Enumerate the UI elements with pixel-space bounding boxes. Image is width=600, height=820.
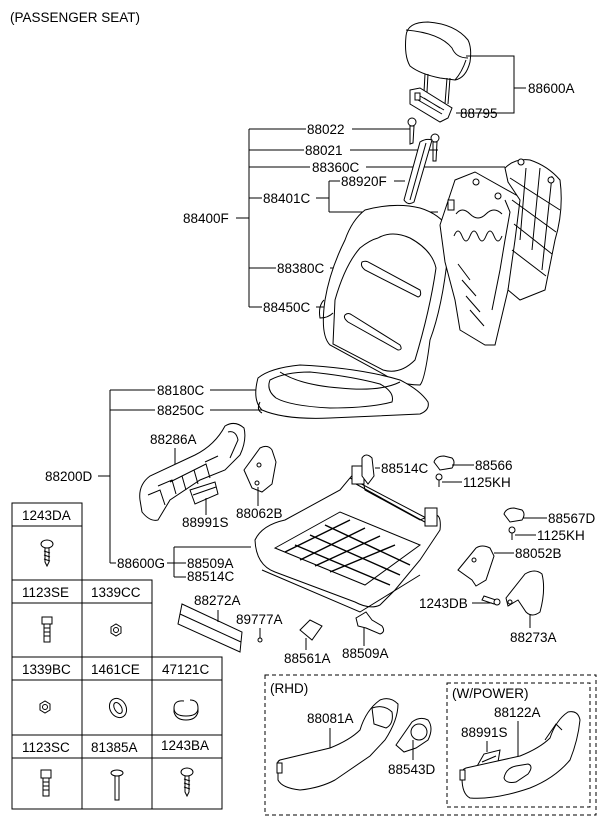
pin-icon-81385A xyxy=(110,769,124,801)
bolt-1125KH-b xyxy=(508,526,516,540)
bolt-1125KH-a xyxy=(435,473,443,487)
seat-cushion-frame xyxy=(254,465,441,613)
callout-88509A-a: 88509A xyxy=(187,556,234,571)
part-88509A-b xyxy=(355,611,385,635)
bolt-icon-1123SE xyxy=(41,616,53,643)
callout-88380C: 88380C xyxy=(277,261,325,276)
callout-88401C: 88401C xyxy=(263,191,311,206)
fastener-label-47121C: 47121C xyxy=(162,662,210,677)
callout-88021: 88021 xyxy=(305,143,343,158)
callout-1125KH-a: 1125KH xyxy=(463,475,511,490)
diagram-title: (PASSENGER SEAT) xyxy=(10,10,140,25)
fastener-label-81385A: 81385A xyxy=(91,740,138,755)
cover-88052B xyxy=(457,545,495,587)
callout-88122A: 88122A xyxy=(494,705,541,720)
callout-88022: 88022 xyxy=(307,122,345,137)
screw-icon-1243BA xyxy=(180,767,194,798)
callout-88795: 88795 xyxy=(460,106,498,121)
callout-88509A-b: 88509A xyxy=(342,646,389,661)
inset-rhd-label: (RHD) xyxy=(270,681,308,696)
screw-1243DB xyxy=(481,595,501,606)
cover-88062B xyxy=(243,445,277,493)
callout-88062B: 88062B xyxy=(236,506,283,521)
inset-rhd-frame xyxy=(264,674,597,816)
clip-89777A xyxy=(257,637,263,643)
fastener-label-1461CE: 1461CE xyxy=(91,662,140,677)
nut-icon-1339BC xyxy=(39,700,51,714)
cap-88567D xyxy=(503,507,525,523)
knob-88543D xyxy=(395,717,432,753)
fastener-label-1339CC: 1339CC xyxy=(91,585,141,600)
side-shield-88081A xyxy=(276,698,399,791)
callout-88920F: 88920F xyxy=(341,174,387,189)
inset-power-frame xyxy=(446,682,591,808)
bolt-icon-1123SC xyxy=(40,769,52,797)
pin-88021 xyxy=(430,133,440,162)
callout-89777A: 89777A xyxy=(236,612,283,627)
callout-88360C: 88360C xyxy=(312,160,360,175)
callout-88400F: 88400F xyxy=(183,211,229,226)
callout-88543D: 88543D xyxy=(388,762,436,777)
pin-88022 xyxy=(407,117,417,145)
seat-back-panel xyxy=(504,158,562,301)
side-shield-88122A xyxy=(459,711,581,799)
inset-power-label: (W/POWER) xyxy=(452,686,529,701)
callout-88600G: 88600G xyxy=(117,556,165,571)
callout-88200D: 88200D xyxy=(45,469,93,484)
callout-88600A: 88600A xyxy=(528,81,575,96)
cap-88561A xyxy=(299,619,323,641)
seat-cushion xyxy=(255,364,429,419)
switch-88991S xyxy=(189,481,219,505)
callout-1243DB: 1243DB xyxy=(419,596,468,611)
callout-88566: 88566 xyxy=(475,458,513,473)
part-88514C-b xyxy=(361,454,375,485)
callout-88081A: 88081A xyxy=(307,711,354,726)
callout-88052B: 88052B xyxy=(515,546,562,561)
callout-88514C-b: 88514C xyxy=(381,461,429,476)
cover-88273A xyxy=(505,570,545,616)
callout-88180C: 88180C xyxy=(157,383,205,398)
trim-88272A xyxy=(177,603,243,653)
callout-88991S: 88991S xyxy=(182,515,229,530)
callout-88561A: 88561A xyxy=(284,651,331,666)
callout-88250C: 88250C xyxy=(157,403,205,418)
headrest xyxy=(405,21,472,105)
callout-1125KH-b: 1125KH xyxy=(537,528,585,543)
fastener-table xyxy=(11,502,223,810)
clip-icon-47121C xyxy=(173,699,199,721)
fastener-label-1123SE: 1123SE xyxy=(22,585,69,600)
headrest-guide xyxy=(409,87,453,123)
cap-88566 xyxy=(433,455,455,471)
callout-88514C-a: 88514C xyxy=(187,569,235,584)
fastener-label-1243DA: 1243DA xyxy=(22,508,71,523)
callout-88273A: 88273A xyxy=(510,630,557,645)
callout-88450C: 88450C xyxy=(263,300,311,315)
fastener-label-1123SC: 1123SC xyxy=(22,740,70,755)
fastener-label-1243BA: 1243BA xyxy=(161,738,209,753)
nut-icon-1339CC xyxy=(110,623,122,637)
back-pad-88920F xyxy=(403,138,433,205)
seat-back-cover xyxy=(319,204,451,386)
callout-88272A: 88272A xyxy=(194,593,241,608)
callout-88567D: 88567D xyxy=(548,511,596,526)
fastener-label-1339BC: 1339BC xyxy=(22,662,71,677)
side-shield-88286A xyxy=(139,422,246,521)
screw-icon-1243DA xyxy=(40,539,54,568)
callout-88991S-power: 88991S xyxy=(461,725,508,740)
washer-icon-1461CE xyxy=(108,697,128,719)
callout-88286A: 88286A xyxy=(150,432,197,447)
